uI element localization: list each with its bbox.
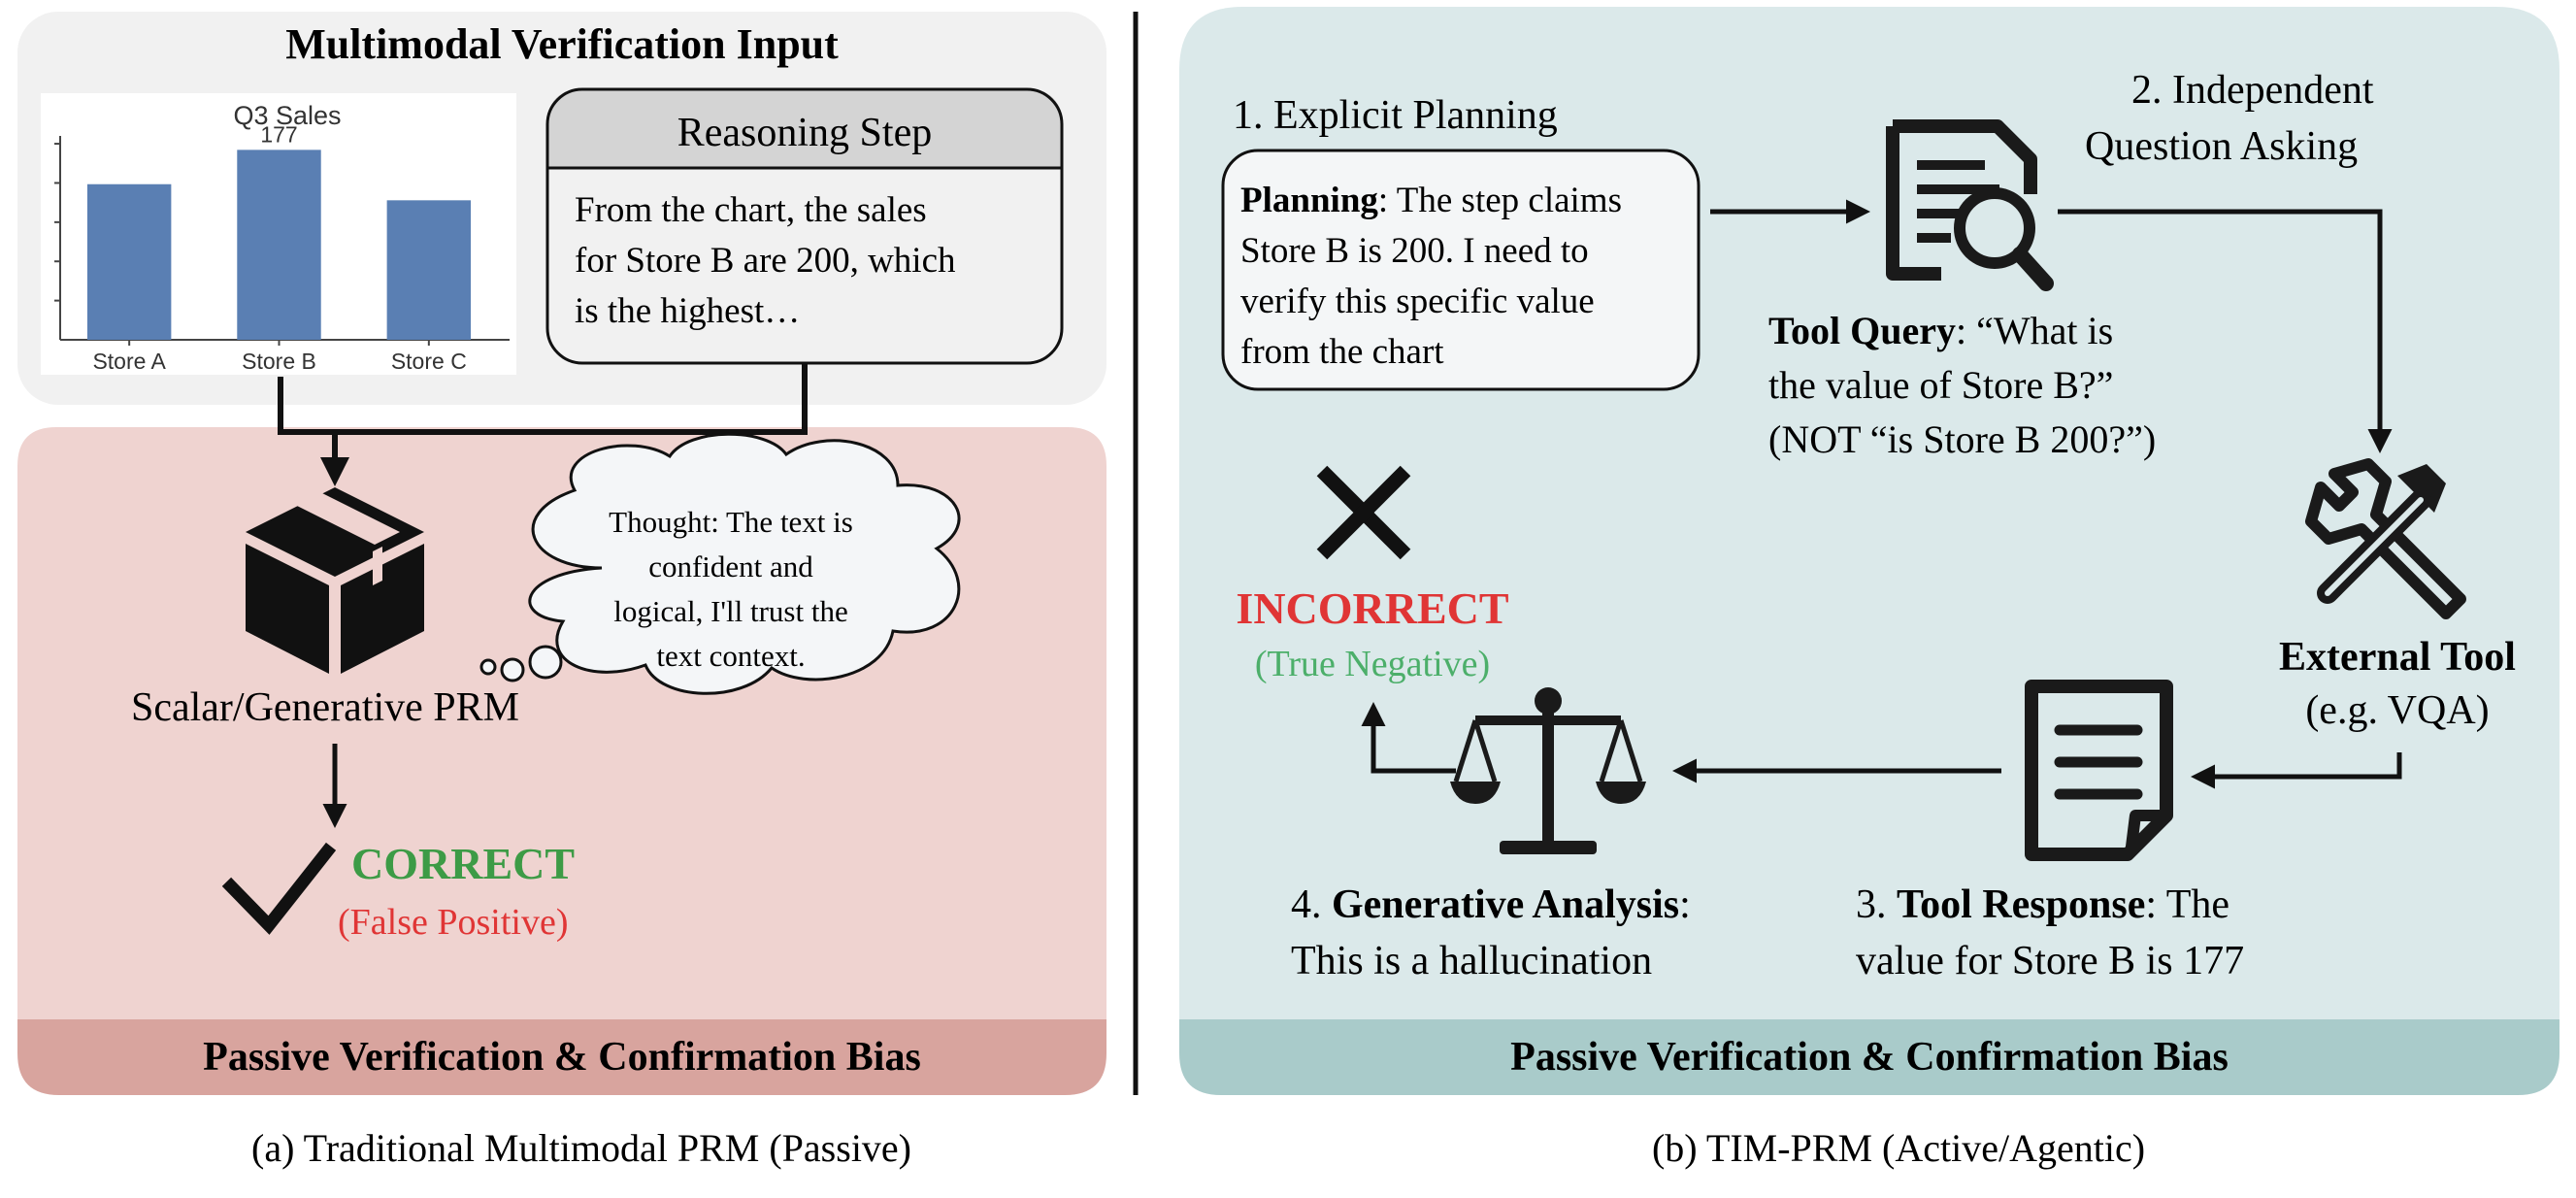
checkmark-icon [221, 842, 337, 935]
incorrect-verdict: INCORRECT [1236, 583, 1508, 633]
step1-title: 1. Explicit Planning [1233, 93, 1558, 138]
arrow-tool-to-response [2191, 752, 2402, 789]
analysis-bold: Generative Analysis [1332, 882, 1679, 927]
x-tick-label: Store A [92, 349, 166, 374]
right-panel: Passive Verification & Confirmation Bias… [1179, 7, 2559, 1170]
right-footer-label: Passive Verification & Confirmation Bias [1510, 1035, 2229, 1080]
query-line-1: Tool Query: “What is [1768, 309, 2113, 352]
step2-title-1: 2. Independent [2131, 68, 2374, 113]
response-text-1: : The [2145, 882, 2229, 927]
planning-line-2: Store B is 200. I need to [1240, 231, 1589, 271]
query-text-1: : “What is [1956, 309, 2113, 352]
document-icon [2025, 680, 2173, 861]
left-footer-label: Passive Verification & Confirmation Bias [203, 1035, 921, 1080]
true-negative-note: (True Negative) [1255, 644, 1490, 684]
bar [237, 150, 321, 340]
left-caption: (a) Traditional Multimodal PRM (Passive) [251, 1126, 911, 1170]
document-search-icon [1886, 119, 2054, 291]
analysis-text-1: : [1679, 882, 1691, 927]
cross-icon [1316, 465, 1411, 560]
right-caption: (b) TIM-PRM (Active/Agentic) [1652, 1126, 2145, 1170]
thought-line-2: confident and [648, 549, 813, 583]
left-footer-bar [17, 1019, 1106, 1095]
connector-reasoning [335, 363, 808, 435]
reasoning-step-box: Reasoning Step From the chart, the sales… [545, 87, 1064, 365]
response-num: 3. [1856, 882, 1897, 927]
thought-line-3: logical, I'll trust the [613, 594, 847, 628]
step2-title-2: Question Asking [2085, 124, 2358, 169]
false-positive-note: (False Positive) [338, 902, 568, 943]
analysis-line-1: 4. Generative Analysis: [1291, 882, 1691, 927]
planning-line-3: verify this specific value [1240, 282, 1595, 321]
reasoning-title: Reasoning Step [677, 111, 932, 155]
x-tick-label: Store B [242, 349, 316, 374]
response-bold: Tool Response [1897, 882, 2145, 927]
tool-sublabel: (e.g. VQA) [2305, 688, 2489, 733]
planning-text-1: : The step claims [1378, 181, 1622, 220]
tool-label: External Tool [2279, 635, 2516, 680]
response-line-1: 3. Tool Response: The [1856, 882, 2229, 927]
query-line-3: (NOT “is Store B 200?”) [1768, 417, 2156, 461]
chart-title: Q3 Sales [233, 101, 341, 130]
reasoning-line-1: From the chart, the sales [575, 190, 927, 230]
planning-line-1: Planning: The step claims [1240, 181, 1622, 220]
balance-scale-icon [1450, 687, 1646, 854]
box-icon [246, 487, 424, 674]
query-bold: Tool Query [1768, 309, 1956, 352]
right-footer-bar [1179, 1019, 2559, 1095]
planning-line-4: from the chart [1240, 332, 1444, 372]
bar [386, 200, 472, 340]
arrow-analysis-to-verdict [1361, 702, 1456, 774]
reasoning-line-3: is the highest… [575, 291, 800, 331]
query-line-2: the value of Store B?” [1768, 363, 2113, 407]
prm-label: Scalar/Generative PRM [131, 685, 519, 730]
tools-icon [2305, 458, 2466, 619]
analysis-num: 4. [1291, 882, 1332, 927]
response-line-2: value for Store B is 177 [1856, 939, 2244, 983]
x-tick-label: Store C [391, 349, 467, 374]
left-panel: Multimodal Verification Input Q3 Sales S… [17, 12, 1106, 1170]
data-label: 177 [260, 121, 297, 147]
thought-cloud: Thought: The text is confident and logic… [479, 432, 961, 695]
connector-chart [278, 377, 335, 435]
input-title: Multimodal Verification Input [285, 20, 839, 68]
planning-box [1221, 149, 1701, 391]
reasoning-header [547, 89, 1062, 168]
arrow-query-to-tool [2058, 209, 2393, 453]
thought-line-1: Thought: The text is [609, 505, 853, 539]
y-axis-ticks [54, 143, 60, 302]
analysis-line-2: This is a hallucination [1291, 939, 1652, 983]
correct-verdict: CORRECT [351, 839, 575, 888]
reasoning-line-2: for Store B are 200, which [575, 241, 956, 281]
thought-line-4: text context. [656, 639, 805, 673]
bar [86, 183, 172, 340]
planning-bold: Planning [1240, 181, 1378, 220]
